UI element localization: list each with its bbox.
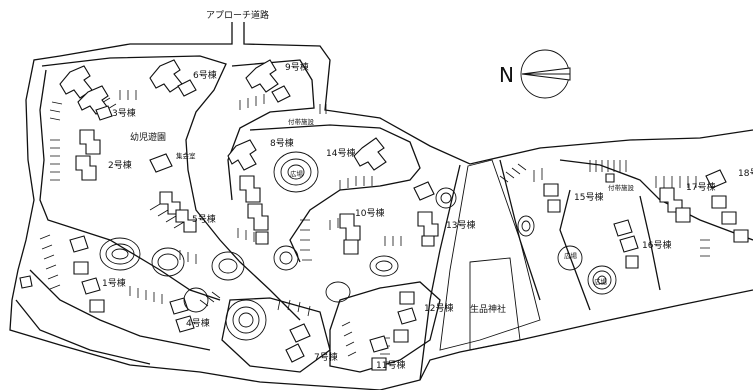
building-label-2: 2号棟 (108, 159, 132, 171)
building-label-18: 18号 (738, 168, 753, 179)
building-label-11: 11号棟 (376, 359, 405, 371)
shrine-area: 生品神社 (439, 159, 541, 351)
parking-hatching (39, 90, 745, 363)
plaza-label-1: 広場 (290, 169, 304, 178)
building-label-1: 1号棟 (102, 277, 126, 289)
building-label-15: 15号棟 (574, 191, 603, 203)
building-label-14: 14号棟 (326, 147, 355, 159)
contour-hills (99, 151, 617, 341)
buildings (19, 59, 749, 371)
building-label-4: 4号棟 (186, 317, 210, 329)
building-label-13: 13号棟 (446, 219, 475, 231)
map-labels: アプローチ道路 幼児遊園 集会室 付帯施設 付帯施設 広場 広場 広場 1号棟 … (102, 9, 753, 371)
north-arrow: N (499, 49, 571, 99)
meeting-hall-label: 集会室 (176, 151, 196, 160)
facility-label-b: 付帯施設 (608, 183, 635, 192)
site-boundary (9, 22, 753, 390)
shrine-label: 生品神社 (470, 303, 506, 315)
plaza-label-3: 広場 (594, 277, 608, 286)
building-label-7: 7号棟 (314, 351, 338, 363)
building-label-10: 10号棟 (355, 207, 384, 219)
building-label-9: 9号棟 (285, 61, 309, 73)
building-label-8: 8号棟 (270, 137, 294, 149)
kindergarten-label: 幼児遊園 (130, 131, 166, 143)
plaza-label-2: 広場 (564, 251, 578, 260)
building-label-16: 16号棟 (642, 239, 671, 251)
building-label-6: 6号棟 (193, 69, 217, 81)
building-label-5: 5号棟 (192, 213, 216, 225)
access-road-label: アプローチ道路 (206, 9, 269, 21)
north-label: N (499, 63, 514, 87)
facility-label-a: 付帯施設 (288, 117, 315, 126)
building-label-3: 3号棟 (112, 107, 136, 119)
building-label-17: 17号棟 (686, 181, 715, 193)
building-label-12: 12号棟 (424, 302, 453, 314)
